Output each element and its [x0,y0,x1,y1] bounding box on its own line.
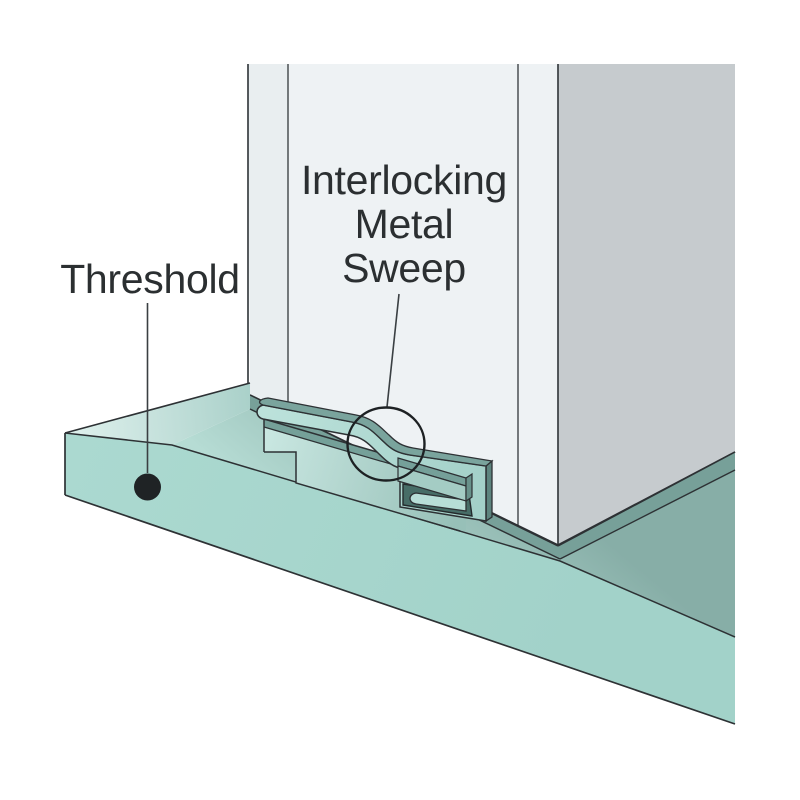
sweep-top-surface [258,397,494,467]
lip-notch-outline [264,451,461,532]
hook-return-bar [409,492,467,512]
sweep-label-line2: Metal [355,201,454,247]
detail-circle [346,406,426,482]
lip-bar-end-face [465,472,473,503]
threshold-ridge-line [64,382,251,434]
sweep-flange-side-face [485,459,493,523]
sweep-label: Interlocking Metal Sweep [301,157,507,291]
sweep-label-line1: Interlocking [301,157,507,203]
threshold-bottom-edge-line [64,494,736,725]
metal-sweep [256,397,494,523]
threshold-shadow-band [250,395,735,559]
lip-interlock-bar [397,457,473,503]
threshold-left-ramp [65,383,250,445]
annotations: Threshold Interlocking Metal Sweep [60,157,507,501]
door-edge-strip [248,64,288,413]
threshold-label: Threshold [60,256,240,302]
threshold-front-face [65,433,735,724]
door-side-face [558,64,735,545]
sweep-label-line3: Sweep [342,245,466,291]
sweep-leader-line [386,293,400,408]
shadow-band-bottom-line-right [559,469,736,560]
shadow-band-top-line-right [557,451,736,547]
threshold-dot [134,473,161,501]
